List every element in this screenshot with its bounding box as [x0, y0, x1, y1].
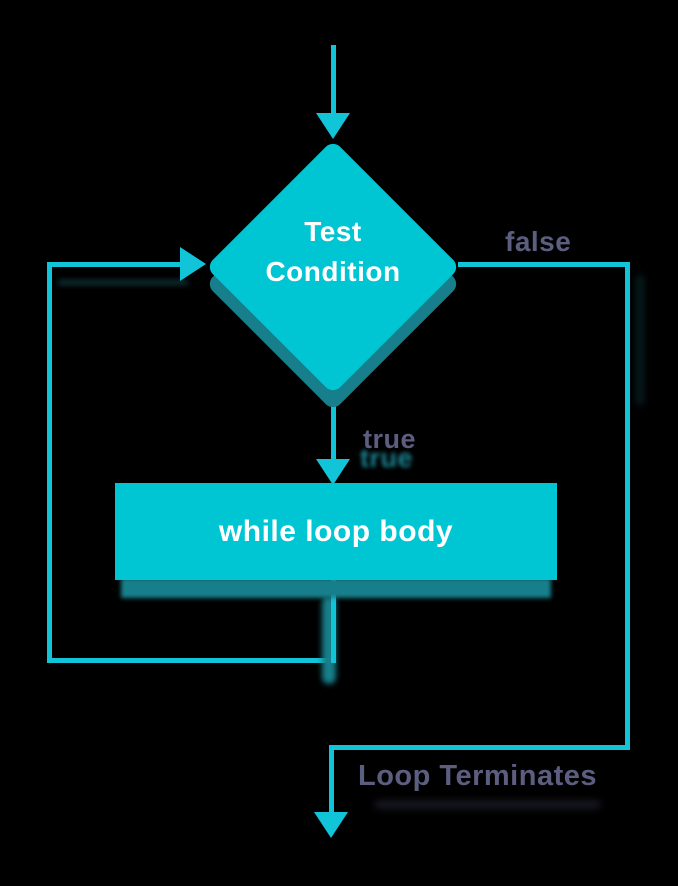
- process-down-line: [331, 580, 336, 663]
- true-branch-label-shadow: true: [360, 443, 414, 473]
- loopback-bottom-line: [47, 658, 336, 663]
- terminate-label-shadow: [375, 801, 600, 808]
- exit-bottom-line: [329, 745, 630, 750]
- false-line-shadow: [637, 275, 643, 405]
- entry-arrowhead-icon: [316, 113, 350, 139]
- loopback-line-shadow: [58, 280, 188, 285]
- exit-arrowhead-icon: [314, 812, 348, 838]
- decision-label: Test Condition: [265, 216, 401, 287]
- false-top-line: [458, 262, 630, 267]
- true-branch-label: true: [363, 424, 417, 454]
- process-label: while loop body: [218, 514, 454, 548]
- entry-line: [331, 45, 336, 115]
- loop-terminates-label: Loop Terminates: [358, 760, 597, 792]
- false-right-line: [625, 262, 630, 750]
- loopback-top-line: [47, 262, 182, 267]
- exit-down-line: [329, 745, 334, 813]
- process-rect-shadow: [121, 578, 551, 598]
- loopback-left-line: [47, 262, 52, 663]
- true-arrowhead-icon: [316, 459, 350, 485]
- loopback-arrowhead-icon: [180, 247, 206, 281]
- true-line: [331, 398, 336, 459]
- process-rect: while loop body: [115, 483, 557, 580]
- false-branch-label: false: [505, 226, 572, 257]
